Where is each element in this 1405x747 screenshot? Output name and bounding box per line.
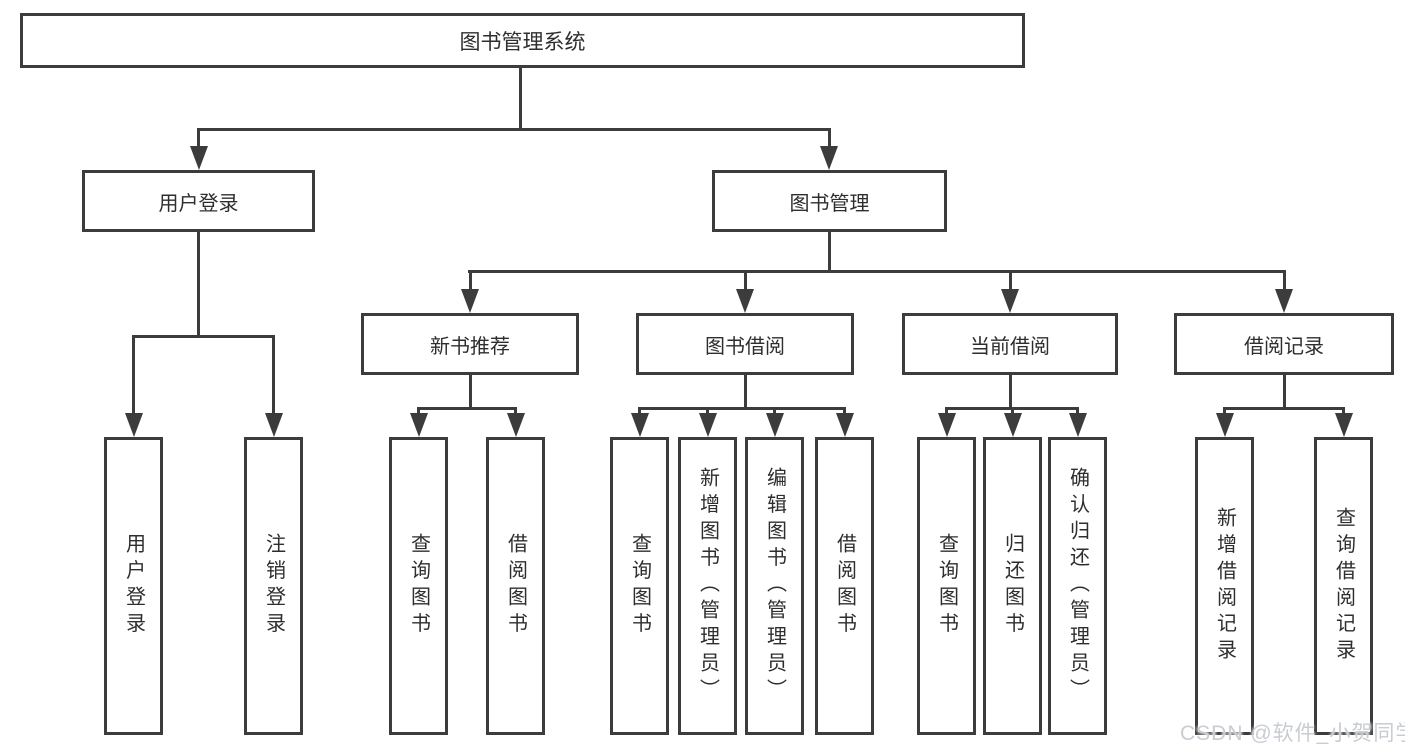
- leaf-borrow-books-recommend: 借阅图书: [486, 437, 545, 735]
- arrowhead-leaf-logout: [265, 413, 283, 437]
- node-book-borrowing: 图书借阅: [636, 313, 854, 375]
- connector-drop-b2: [514, 407, 517, 417]
- connector-drop-book-management: [828, 128, 831, 150]
- connector-drop-c3: [773, 407, 776, 417]
- arrowhead-d3: [1069, 413, 1087, 437]
- arrowhead-user-login: [190, 146, 208, 170]
- leaf-user-login: 用户登录: [104, 437, 163, 735]
- leaf-confirm-return-admin: 确认归还（管理员）: [1048, 437, 1107, 735]
- arrowhead-c2: [699, 413, 717, 437]
- arrowhead-c1: [631, 413, 649, 437]
- arrowhead-e1: [1216, 413, 1234, 437]
- arrowhead-b1: [410, 413, 428, 437]
- connector-drop-current-borrow: [1009, 270, 1012, 292]
- arrowhead-borrow-records: [1275, 289, 1293, 313]
- connector-borrow-stem: [744, 375, 747, 407]
- arrowhead-e2: [1335, 413, 1353, 437]
- arrowhead-b2: [507, 413, 525, 437]
- connector-drop-leaf-login: [132, 335, 135, 415]
- connector-records-bar: [1223, 407, 1345, 410]
- arrowhead-d1: [938, 413, 956, 437]
- arrowhead-book-borrow: [736, 289, 754, 313]
- leaf-borrow-books: 借阅图书: [815, 437, 874, 735]
- connector-drop-d2: [1011, 407, 1014, 417]
- connector-drop-borrow-records: [1283, 270, 1286, 292]
- node-book-management: 图书管理: [712, 170, 947, 232]
- connector-borrow-bar: [638, 407, 846, 410]
- leaf-return-books: 归还图书: [983, 437, 1042, 735]
- node-borrowing-records: 借阅记录: [1174, 313, 1394, 375]
- connector-newbook-stem: [469, 375, 472, 407]
- node-user-login: 用户登录: [82, 170, 315, 232]
- arrowhead-leaf-login: [125, 413, 143, 437]
- connector-drop-b1: [417, 407, 420, 417]
- connector-records-stem: [1283, 375, 1286, 407]
- connector-bookmgmt-stem: [828, 232, 831, 270]
- leaf-query-books-current: 查询图书: [917, 437, 976, 735]
- connector-drop-e1: [1223, 407, 1226, 417]
- connector-drop-user-login: [197, 128, 200, 150]
- connector-drop-c1: [638, 407, 641, 417]
- connector-userlogin-stem: [197, 232, 200, 335]
- node-current-borrowing: 当前借阅: [902, 313, 1118, 375]
- connector-bookmgmt-bar: [468, 270, 1286, 273]
- leaf-add-books-admin: 新增图书（管理员）: [678, 437, 737, 735]
- connector-drop-d1: [945, 407, 948, 417]
- connector-drop-c4: [843, 407, 846, 417]
- leaf-query-books-recommend: 查询图书: [389, 437, 448, 735]
- connector-root-bar: [197, 128, 831, 131]
- leaf-edit-books-admin: 编辑图书（管理员）: [745, 437, 804, 735]
- arrowhead-book-management: [820, 146, 838, 170]
- arrowhead-current-borrow: [1001, 289, 1019, 313]
- arrowhead-new-book: [461, 289, 479, 313]
- node-library-system: 图书管理系统: [20, 13, 1025, 68]
- connector-userlogin-bar: [132, 335, 275, 338]
- connector-root-stem: [519, 68, 522, 128]
- leaf-logout: 注销登录: [244, 437, 303, 735]
- connector-drop-d3: [1076, 407, 1079, 417]
- connector-drop-c2: [706, 407, 709, 417]
- arrowhead-c3: [766, 413, 784, 437]
- leaf-add-borrow-record: 新增借阅记录: [1195, 437, 1254, 735]
- leaf-query-books-borrow: 查询图书: [610, 437, 669, 735]
- connector-newbook-bar: [417, 407, 517, 410]
- connector-drop-book-borrow: [744, 270, 747, 292]
- arrowhead-c4: [836, 413, 854, 437]
- connector-current-stem: [1009, 375, 1012, 407]
- connector-drop-new-book: [469, 270, 472, 292]
- node-new-book-recommendation: 新书推荐: [361, 313, 579, 375]
- connector-drop-leaf-logout: [272, 335, 275, 415]
- leaf-query-borrow-record: 查询借阅记录: [1314, 437, 1373, 735]
- watermark: CSDN @软件_小贺同学: [1180, 722, 1405, 745]
- arrowhead-d2: [1004, 413, 1022, 437]
- connector-drop-e2: [1342, 407, 1345, 417]
